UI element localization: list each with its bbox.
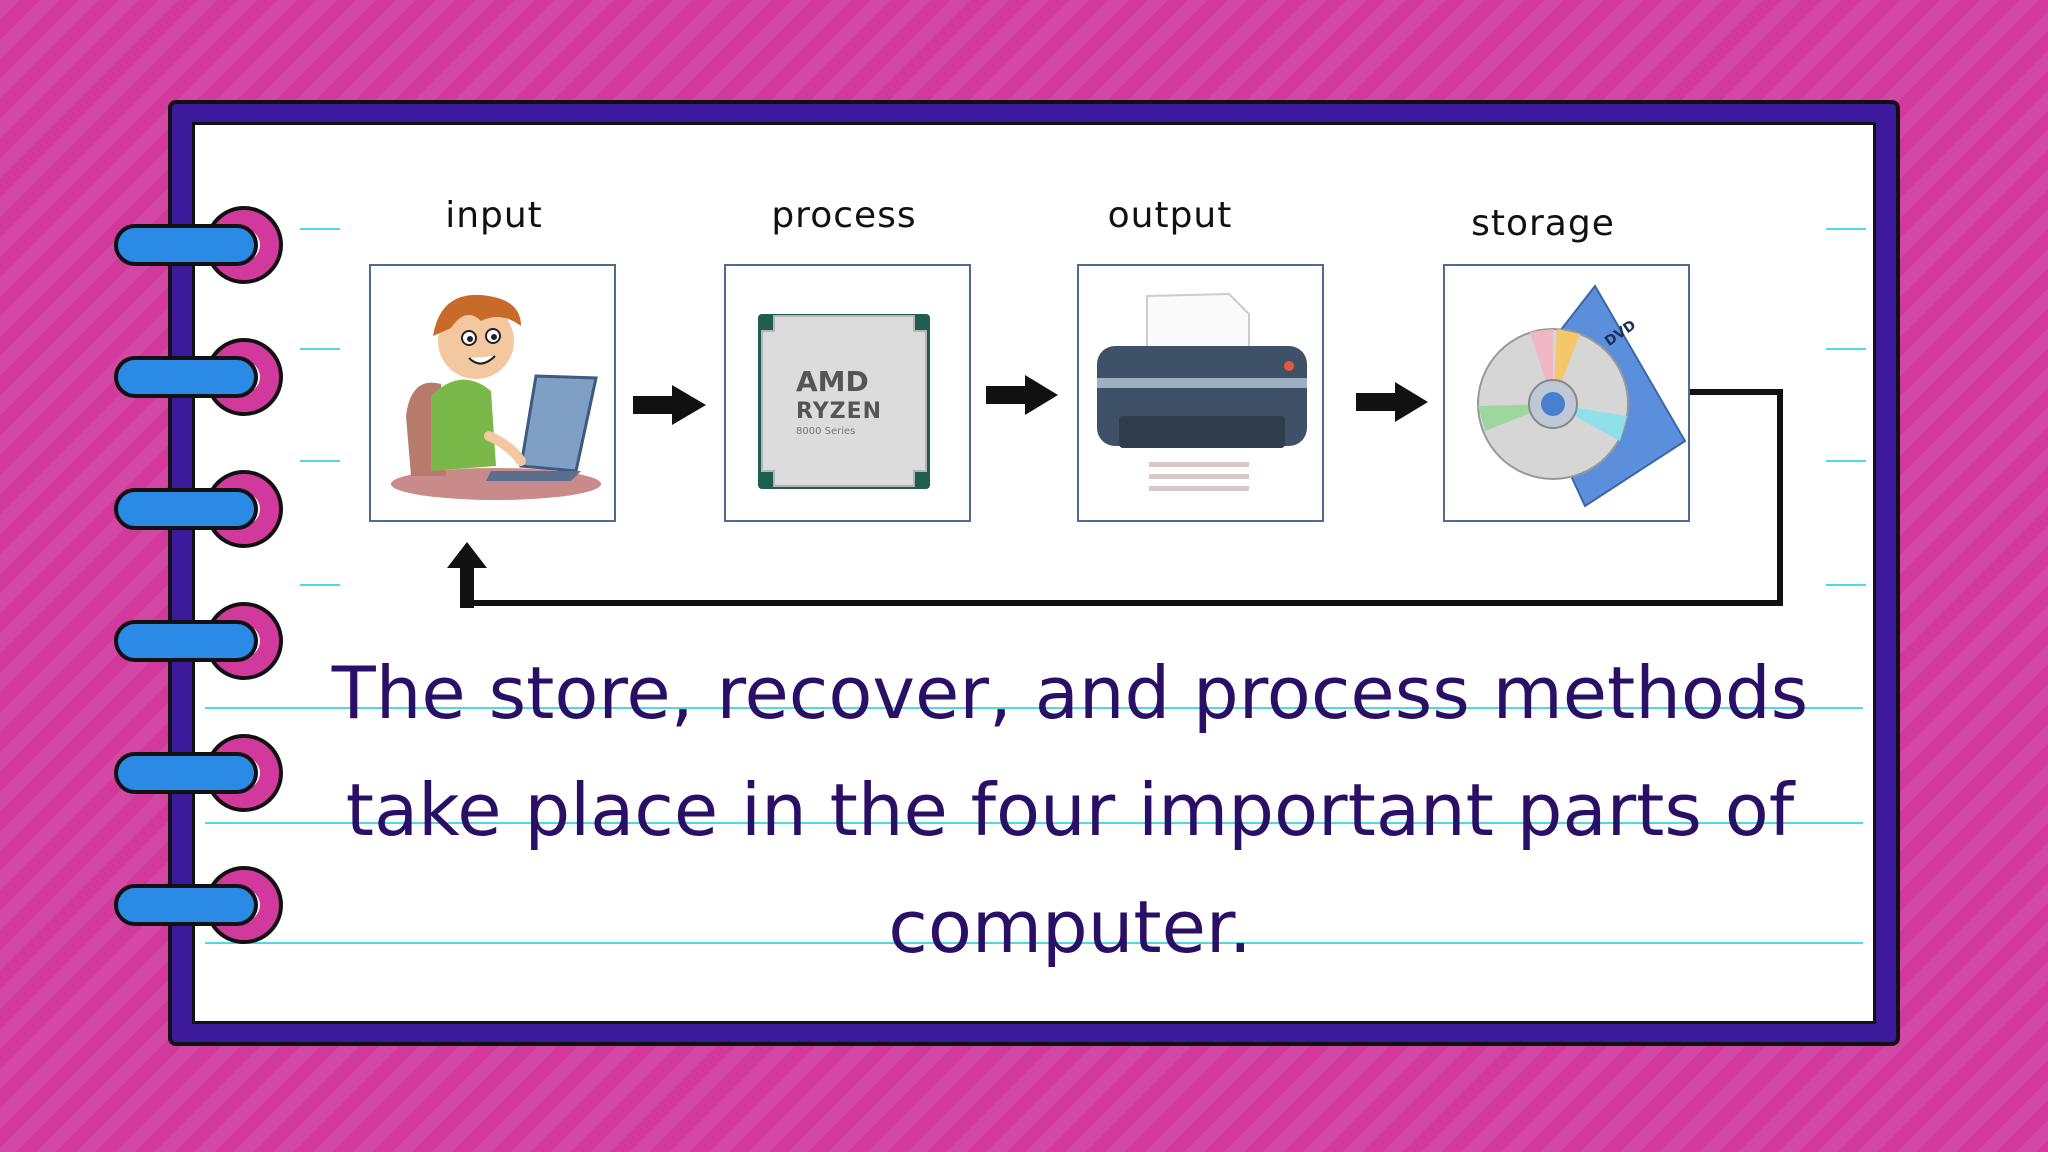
chip-line-text: RYZEN <box>796 399 882 424</box>
spiral-ring <box>114 734 283 812</box>
spiral-ring <box>114 470 283 548</box>
stage-label-output: output <box>1107 195 1233 236</box>
arrow-output-to-storage <box>1356 382 1428 422</box>
chip-series-text: 8000 Series <box>796 426 855 437</box>
ruled-line-tick <box>1826 460 1866 462</box>
ruled-line-tick <box>300 460 340 462</box>
ruled-line <box>205 707 1863 709</box>
stage-box-input <box>369 264 616 522</box>
stage-box-process: AMD RYZEN 8000 Series <box>724 264 971 522</box>
ruled-line-tick <box>1826 584 1866 586</box>
feedback-arrow-up <box>447 542 487 608</box>
ruled-line <box>205 822 1863 824</box>
person-with-laptop-icon <box>391 294 601 500</box>
dvd-disc-icon: DVD <box>1477 284 1687 508</box>
ruled-line-tick <box>300 228 340 230</box>
feedback-line-storage-to-input <box>465 389 1783 606</box>
chip-brand-text: AMD <box>796 365 869 398</box>
spiral-ring <box>114 206 283 284</box>
spiral-ring <box>114 338 283 416</box>
stage-box-output <box>1077 264 1324 522</box>
stage-box-storage: DVD <box>1443 264 1690 522</box>
ruled-line-tick <box>300 348 340 350</box>
spiral-ring <box>114 602 283 680</box>
cpu-chip-icon: AMD RYZEN 8000 Series <box>758 314 930 489</box>
spiral-ring <box>114 866 283 944</box>
ruled-line-tick <box>1826 228 1866 230</box>
ruled-line-tick <box>1826 348 1866 350</box>
stage-label-process: process <box>771 195 917 236</box>
ruled-line-tick <box>300 584 340 586</box>
stage-label-input: input <box>445 195 543 236</box>
arrow-process-to-output <box>986 375 1058 415</box>
arrow-input-to-process <box>633 385 706 425</box>
stage-label-storage: storage <box>1471 203 1615 244</box>
ruled-line <box>205 942 1863 944</box>
printer-icon <box>1097 292 1307 491</box>
caption-text: The store, recover, and process methods … <box>331 651 1809 969</box>
